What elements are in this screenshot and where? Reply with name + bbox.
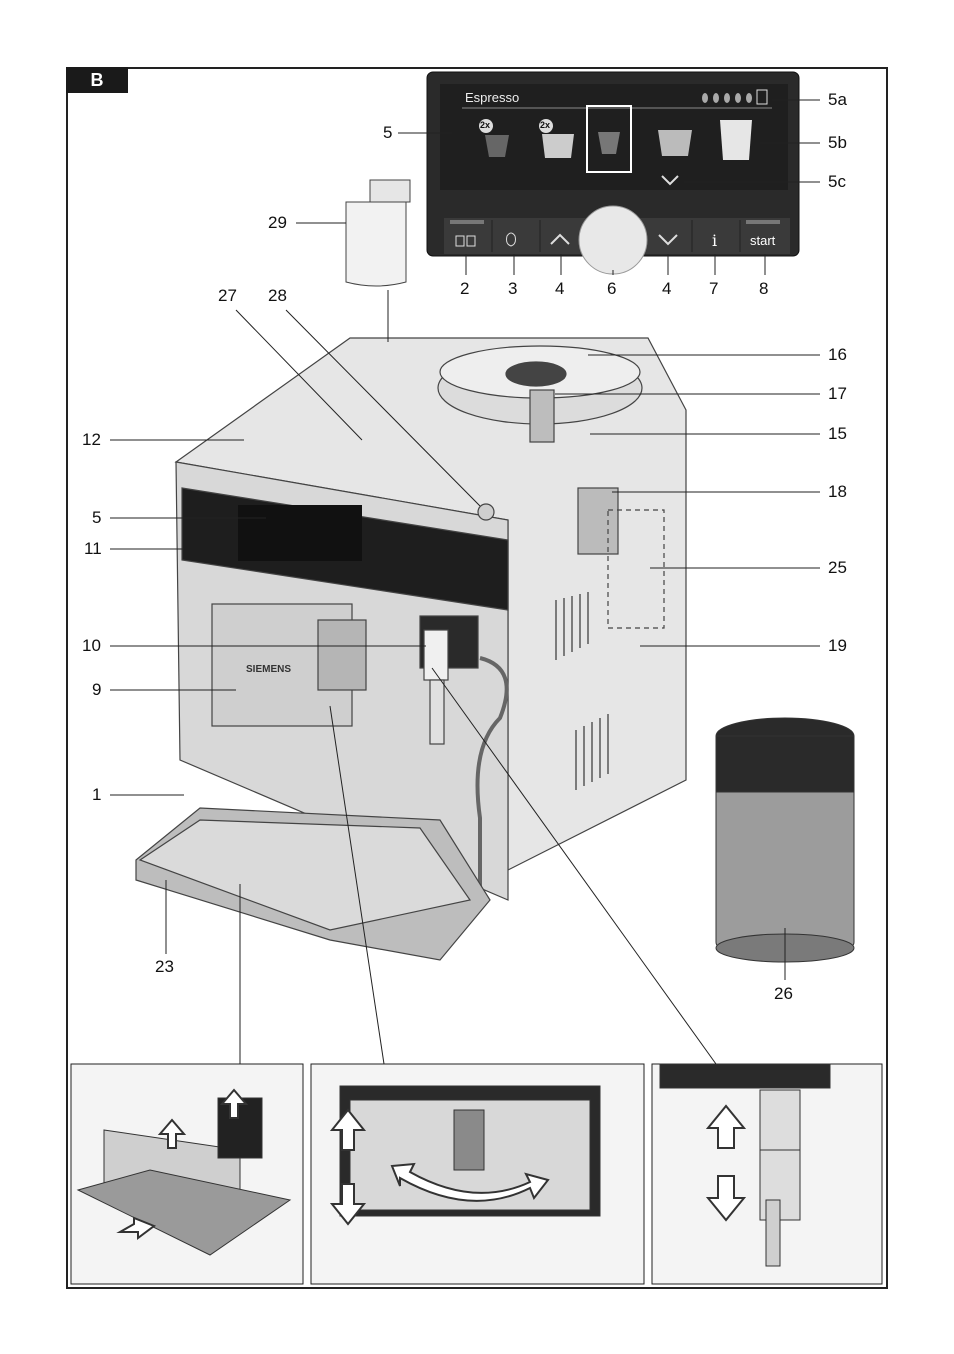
callout-19: 19: [828, 636, 847, 655]
callout-4-up: 4: [555, 279, 565, 298]
strength-beans-icon: [702, 93, 752, 103]
rotate-arrow-icon: [390, 1162, 550, 1202]
arrow-up-icon: [550, 233, 570, 245]
callout-15: 15: [828, 424, 847, 443]
callout-5a: 5a: [828, 90, 847, 109]
arrow-up-icon: [219, 1088, 249, 1119]
arrow-down-icon: [329, 1183, 367, 1226]
selected-espresso-frame: [586, 105, 632, 173]
leader-lines: [110, 99, 820, 1065]
coffee-icon: [658, 130, 692, 156]
callout-5c: 5c: [828, 172, 846, 191]
drop-icon: [506, 232, 516, 247]
control-panel-inset: [426, 71, 800, 275]
callout-6: 6: [607, 279, 617, 298]
callout-11: 11: [84, 539, 102, 558]
callout-18: 18: [828, 482, 847, 501]
figure-frame: [66, 67, 888, 1289]
arrow-icons: [116, 1088, 747, 1240]
water-tank-icon: [756, 89, 768, 105]
two-cups-button-icon: [455, 235, 476, 247]
callout-28: 28: [268, 286, 287, 305]
arrow-down-icon: [705, 1175, 747, 1222]
callout-5b: 5b: [828, 133, 847, 152]
coffee-machine: [135, 337, 687, 961]
callout-9: 9: [92, 680, 102, 699]
info-button-label: i: [712, 231, 718, 250]
double-coffee-badge: 2x: [540, 120, 551, 130]
callout-27: 27: [218, 286, 237, 305]
arrow-down-icon: [658, 234, 678, 246]
milk-container: [715, 717, 855, 963]
arrow-up-icon: [329, 1108, 367, 1151]
double-espresso-icon: [479, 119, 509, 157]
callout-23: 23: [155, 957, 174, 976]
callout-16: 16: [828, 345, 847, 364]
callout-2: 2: [460, 279, 470, 298]
callout-1: 1: [92, 785, 102, 804]
callout-25: 25: [828, 558, 847, 577]
inset-drip-tray: [76, 1097, 292, 1256]
callout-8: 8: [759, 279, 769, 298]
arrow-up-icon: [705, 1104, 747, 1149]
callout-12: 12: [82, 430, 101, 449]
callout-10: 10: [82, 636, 101, 655]
brand-logo-text: SIEMENS: [246, 664, 292, 675]
inset-milk-spout: [659, 1063, 831, 1267]
callout-5-display: 5: [383, 123, 393, 142]
callout-3: 3: [508, 279, 518, 298]
start-button-label: start: [750, 233, 776, 248]
callout-4-down: 4: [662, 279, 672, 298]
water-filter: [345, 179, 411, 287]
callout-26: 26: [774, 984, 793, 1003]
arrow-up-icon: [157, 1118, 187, 1149]
control-ring: [578, 205, 648, 275]
callout-17: 17: [828, 384, 847, 403]
callout-29: 29: [268, 213, 287, 232]
latte-macchiato-icon: [720, 120, 752, 160]
display-title: Espresso: [465, 90, 520, 105]
chevron-down-icon: [661, 175, 679, 186]
double-espresso-badge: 2x: [480, 120, 491, 130]
figure-tag: B: [66, 67, 128, 93]
callout-5-side: 5: [92, 508, 102, 527]
arrow-left-icon: [116, 1216, 157, 1240]
espresso-icon: [598, 132, 620, 154]
callout-7: 7: [709, 279, 719, 298]
double-coffee-icon: [539, 119, 574, 158]
